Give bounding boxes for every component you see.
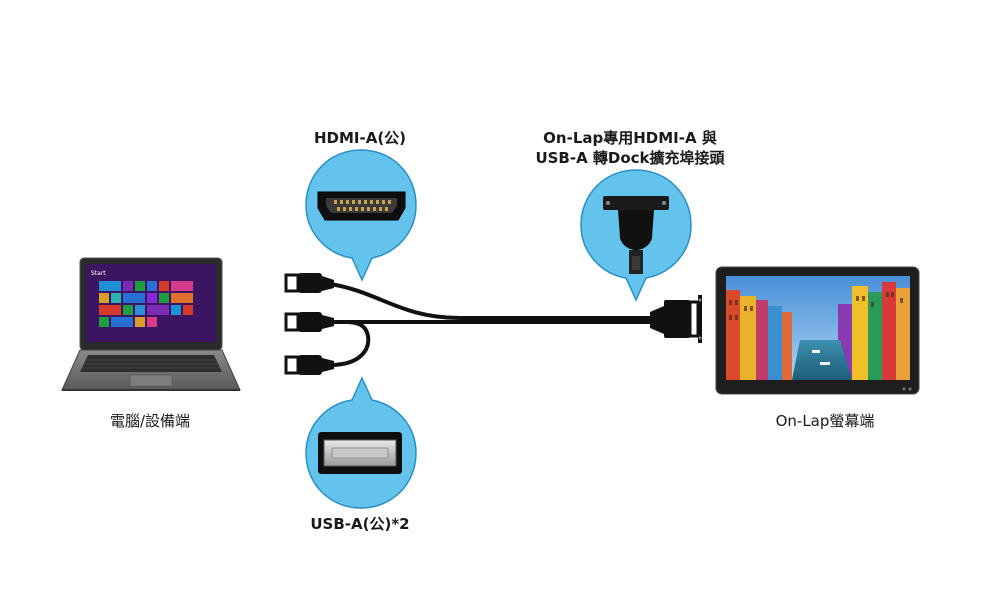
computer-end-label: 電腦/設備端 — [109, 412, 191, 430]
hdmi-cable — [328, 282, 652, 320]
usb-callout — [305, 376, 417, 509]
usb-plug-1 — [284, 312, 334, 332]
usb-plug-2 — [284, 355, 334, 375]
monitor-end-label: On-Lap螢幕端 — [775, 412, 875, 430]
hdmi-port-icon — [317, 191, 406, 221]
hdmi-callout — [305, 149, 417, 282]
dock-connector — [650, 295, 702, 343]
hdmi-plug — [284, 273, 334, 293]
adapter-label-line1: On-Lap專用HDMI-A 與 — [543, 129, 717, 147]
usb-connector-label: USB-A(公)*2 — [310, 515, 410, 533]
adapter-label-line2: USB-A 轉Dock擴充埠接頭 — [535, 149, 725, 167]
adapter-callout — [580, 169, 692, 302]
laptop-icon: Start — [61, 257, 241, 391]
usb-port-icon — [318, 432, 402, 474]
cable-assembly — [328, 282, 652, 367]
monitor-icon — [715, 266, 920, 395]
dock-connector-icon — [603, 196, 669, 274]
usb-cable-2 — [328, 320, 371, 367]
start-screen-title: Start — [91, 270, 106, 277]
start-tiles — [99, 281, 193, 327]
hdmi-connector-label: HDMI-A(公) — [313, 129, 407, 147]
